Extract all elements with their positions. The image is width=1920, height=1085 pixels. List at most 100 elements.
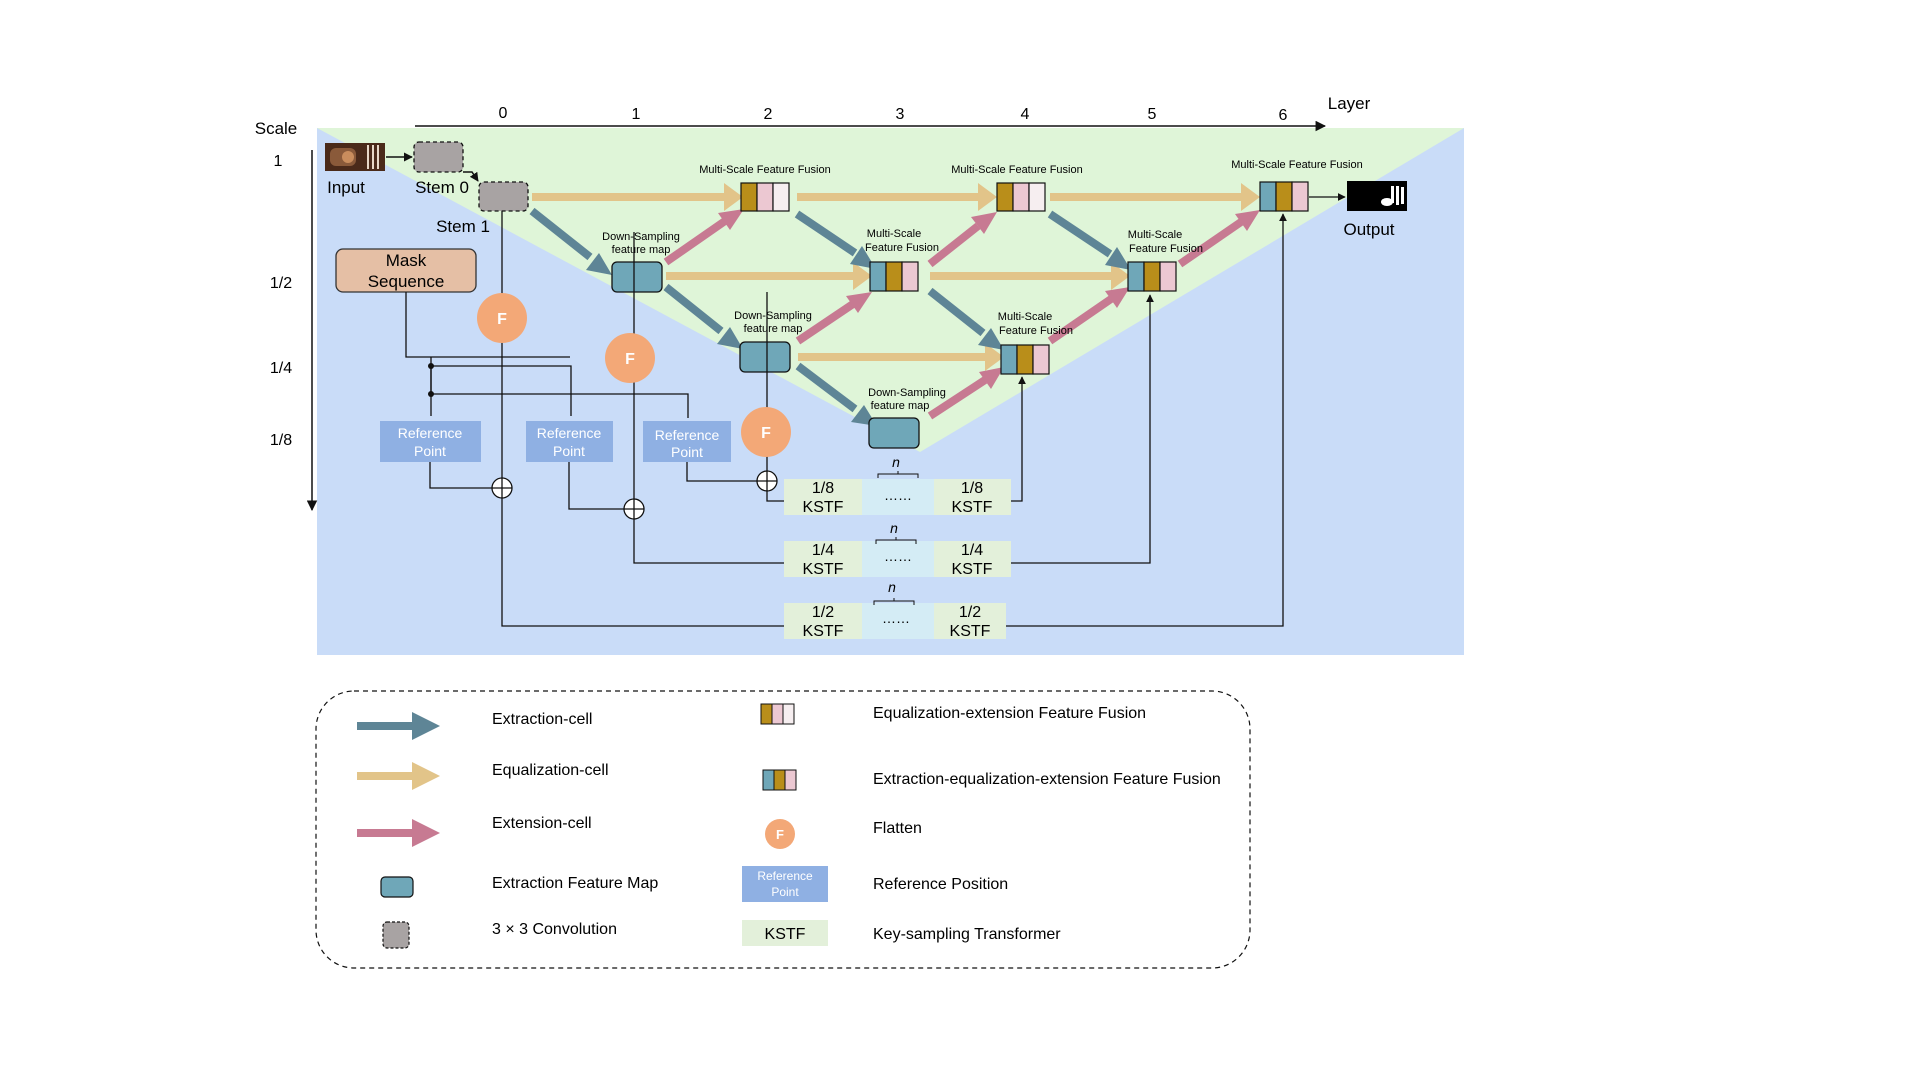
kstf-row-1-2: 1/2 KSTF …… 1/2 KSTF n	[784, 579, 1006, 640]
scale-tick-1: 1	[274, 153, 283, 170]
ms-fusion-label-layer2: Multi-Scale Feature Fusion	[699, 164, 830, 176]
kstf-repeat-brace	[875, 537, 917, 544]
kstf-label: KSTF	[803, 499, 844, 516]
ds-label-l2-line2: feature map	[744, 323, 803, 335]
extraction-cell-arrowhead	[1105, 247, 1131, 270]
legend-flatten-swatch: F	[765, 819, 795, 849]
ms-fusion-label-l4q-line1: Multi-Scale	[998, 311, 1052, 323]
kstf-dots: ……	[882, 610, 910, 626]
legend-equalization-label: Equalization-cell	[492, 762, 609, 779]
output-mask	[1347, 181, 1407, 211]
legend-reference-label: Reference Position	[873, 876, 1008, 893]
extraction-cell-arrowhead	[978, 328, 1004, 350]
kstf-scale-label: 1/8	[812, 480, 834, 497]
input-image	[325, 143, 385, 171]
scale-tick-1-8: 1/8	[270, 432, 292, 449]
scale-tick-1-2: 1/2	[270, 275, 292, 292]
kstf-label: KSTF	[803, 623, 844, 640]
add-node-1	[491, 477, 513, 499]
kstf-scale-label: 1/8	[961, 480, 983, 497]
reference-point-2-line1: Reference	[537, 425, 602, 441]
equalization-cell-arrow	[666, 262, 872, 290]
legend-flatten-label: Flatten	[873, 820, 922, 837]
kstf-scale-label: 1/2	[959, 604, 981, 621]
ee-fusion-layer2	[740, 182, 790, 212]
ms-fusion-label-l5-line2: Feature Fusion	[1129, 243, 1203, 255]
feature-map-layer2	[739, 341, 791, 373]
kstf-scale-label: 1/2	[812, 604, 834, 621]
extension-cell-arrow	[795, 300, 856, 345]
ms-fusion-label-l3-line1: Multi-Scale	[867, 228, 921, 240]
ms-fusion-label-l5-line1: Multi-Scale	[1128, 229, 1182, 241]
extension-cell-arrow	[927, 376, 988, 420]
legend-extraction-arrow	[357, 712, 440, 740]
flatten-routing-lines	[429, 211, 1287, 627]
legend-flatten-symbol: F	[776, 827, 784, 842]
kstf-repeat-n: n	[888, 579, 896, 595]
layer-tick-0: 0	[499, 105, 508, 122]
extraction-cell-arrow	[795, 362, 858, 413]
equalization-cell-arrow	[532, 183, 743, 211]
junction-dot	[428, 391, 434, 397]
eee-fusion-layer4-quarter	[1000, 344, 1050, 375]
eee-fusion-layer6	[1259, 181, 1309, 212]
extraction-cell-arrow	[1047, 210, 1113, 258]
layer-tick-1: 1	[632, 106, 641, 123]
kstf-label: KSTF	[952, 561, 993, 578]
scale-tick-1-4: 1/4	[270, 360, 292, 377]
equalization-arrows	[532, 183, 1260, 371]
kstf-label: KSTF	[952, 499, 993, 516]
legend-extraction-label: Extraction-cell	[492, 711, 592, 728]
ds-label-l2-line1: Down-Sampling	[734, 310, 812, 322]
extraction-cell-arrow	[529, 207, 593, 261]
extension-cell-arrow	[1047, 295, 1114, 345]
kstf-repeat-n: n	[890, 520, 898, 536]
extension-cell-arrowhead	[1235, 210, 1260, 231]
legend-reference-swatch: Reference Point	[742, 866, 828, 902]
ds-label-l1-line2: feature map	[612, 244, 671, 256]
extension-cell-arrow	[1177, 218, 1244, 268]
ds-label-l3-line1: Down-Sampling	[868, 387, 946, 399]
kstf-scale-label: 1/4	[961, 542, 983, 559]
flatten-symbol: F	[497, 311, 507, 328]
kstf-repeat-brace	[873, 598, 915, 605]
legend-conv-label: 3 × 3 Convolution	[492, 921, 617, 938]
extension-cell-arrowhead	[971, 212, 997, 234]
reference-point-1-line2: Point	[414, 443, 446, 459]
reference-point-3-line2: Point	[671, 444, 703, 460]
ee-fusion-layer4	[996, 182, 1046, 212]
kstf-repeat-n: n	[892, 454, 900, 470]
mask-sequence-line2: Sequence	[368, 272, 445, 291]
eee-fusion-layer3-half	[869, 261, 919, 292]
flatten-symbol: F	[761, 425, 771, 442]
kstf-dots: ……	[884, 487, 912, 503]
reference-point-2: Reference Point	[526, 421, 613, 462]
kstf-row-1-8: 1/8 KSTF …… 1/8 KSTF n	[784, 454, 1011, 516]
eee-fusion-layer5-half	[1127, 261, 1177, 292]
kstf-dots: ……	[884, 548, 912, 564]
scale-axis-title: Scale	[255, 119, 298, 138]
add-node-2	[623, 498, 645, 520]
legend-reference-line1: Reference	[757, 869, 813, 883]
layer-axis-title: Layer	[1328, 94, 1371, 113]
legend-extension-arrow	[357, 819, 440, 847]
kstf-scale-label: 1/4	[812, 542, 834, 559]
legend-equalization-arrow	[357, 762, 440, 790]
flatten-node-2: F	[605, 333, 655, 383]
extension-cell-arrowhead	[846, 292, 872, 313]
legend-extension-label: Extension-cell	[492, 815, 592, 832]
layer-tick-4: 4	[1021, 106, 1030, 123]
equalization-cell-arrow	[1050, 183, 1260, 211]
extension-cell-arrowhead	[1105, 287, 1130, 308]
layer-tick-6: 6	[1279, 107, 1288, 124]
reference-point-3: Reference Point	[643, 421, 731, 462]
feature-map-layer1	[611, 261, 663, 293]
layer-tick-5: 5	[1148, 106, 1157, 123]
ms-fusion-label-l4q-line2: Feature Fusion	[999, 325, 1073, 337]
extraction-cell-arrow	[663, 283, 724, 335]
kstf-repeat-brace	[877, 471, 919, 478]
legend-kstf-swatch: KSTF	[742, 920, 828, 946]
legend-box	[315, 690, 1251, 969]
